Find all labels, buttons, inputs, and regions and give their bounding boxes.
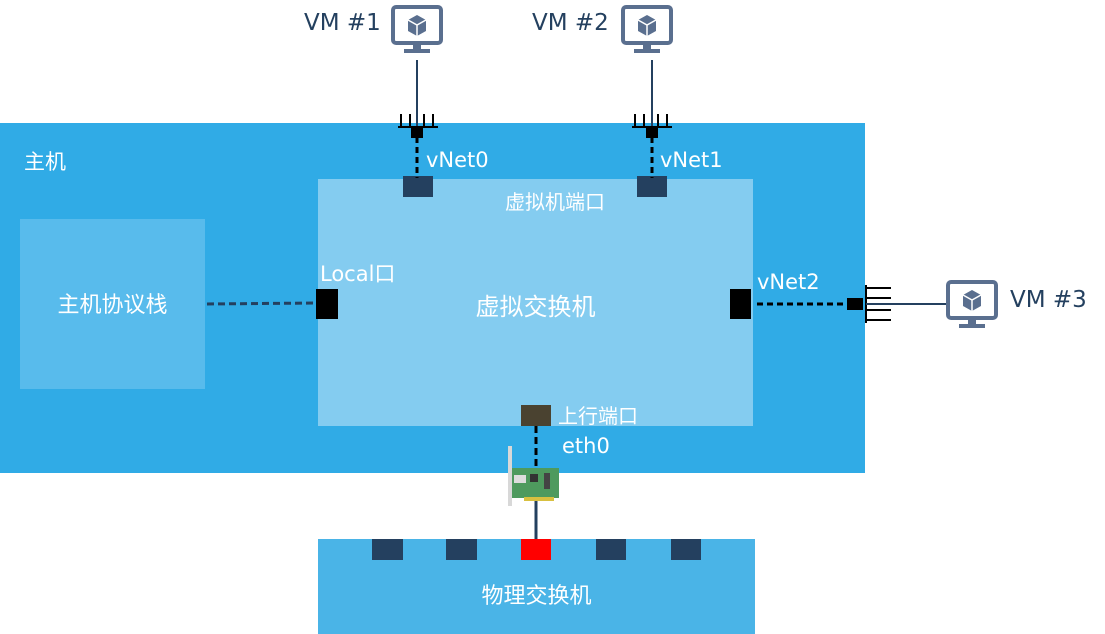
host-protocol-stack [20, 219, 205, 389]
pswitch-port-1[interactable] [372, 539, 403, 560]
host-label: 主机 [24, 150, 66, 174]
vnet2-label: vNet2 [757, 270, 820, 294]
local-port-label: Local口 [320, 262, 396, 286]
vnet1-port[interactable] [637, 176, 667, 197]
virtual-switch-label: 虚拟交换机 [475, 293, 596, 321]
pswitch-port-active[interactable] [521, 539, 551, 560]
vnet1-label: vNet1 [660, 148, 723, 172]
vnet0-port[interactable] [403, 176, 433, 197]
vm2-connector-icon [632, 114, 672, 138]
vm3-connector-icon [847, 285, 891, 323]
physical-switch-label: 物理交换机 [481, 584, 592, 609]
eth0-label: eth0 [562, 434, 610, 458]
vnet0-label: vNet0 [426, 148, 489, 172]
vm1-monitor-icon[interactable] [391, 5, 443, 55]
virtual-switch [318, 179, 753, 426]
vm1-label: VM #1 [304, 10, 381, 36]
vm2-monitor-icon[interactable] [621, 5, 673, 55]
vnet2-port[interactable] [730, 289, 751, 319]
local-link [206, 301, 317, 306]
pswitch-port-5[interactable] [671, 539, 701, 560]
vm3-monitor-icon[interactable] [946, 280, 998, 330]
vm-ports-label: 虚拟机端口 [505, 190, 605, 214]
host-protocol-stack-label: 主机协议栈 [57, 293, 168, 318]
vm1-connector-icon [398, 114, 438, 138]
nic-card-icon [508, 446, 559, 506]
local-port[interactable] [316, 289, 338, 319]
vm2-label: VM #2 [532, 10, 609, 36]
vm3-label: VM #3 [1010, 287, 1087, 313]
pswitch-port-2[interactable] [446, 539, 477, 560]
uplink-port[interactable] [521, 405, 551, 426]
pswitch-port-4[interactable] [596, 539, 626, 560]
uplink-port-label: 上行端口 [558, 404, 638, 428]
